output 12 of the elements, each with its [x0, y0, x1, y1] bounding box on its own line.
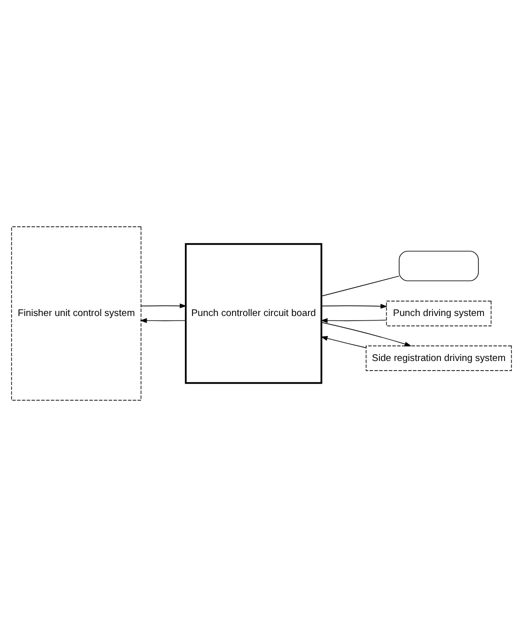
arrow: [321, 322, 412, 346]
connector: [321, 275, 400, 296]
node-box: Side registration driving system: [366, 345, 512, 370]
arrow: [140, 318, 186, 322]
arrow: [320, 318, 387, 323]
arrow: [140, 302, 187, 308]
arrow: [321, 303, 388, 308]
node-box: [398, 250, 479, 281]
arrow: [320, 336, 366, 348]
node-box: Finisher unit control system: [11, 226, 142, 400]
node-box: Punch driving system: [386, 300, 492, 326]
node-box: Punch controller circuit board: [184, 242, 322, 384]
